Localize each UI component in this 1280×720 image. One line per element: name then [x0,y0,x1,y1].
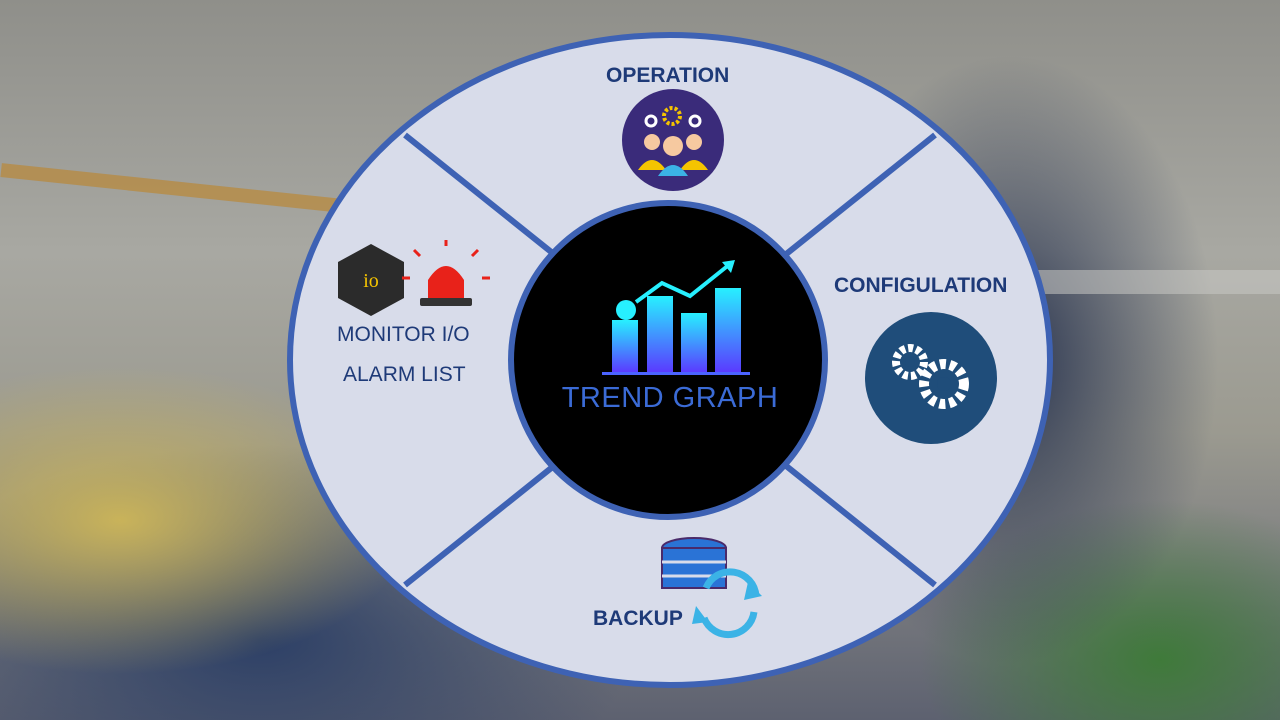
operation-label[interactable]: OPERATION [606,64,730,87]
backup-label[interactable]: BACKUP [593,607,683,630]
segment-dividers [403,132,937,588]
trend-graph-label[interactable]: TREND GRAPH [561,382,779,414]
database-sync-icon [661,537,762,639]
io-hexagon-icon: io [338,244,404,316]
team-gears-icon [622,89,724,191]
io-hexagon-text: io [363,270,379,292]
alarm-siren-icon [402,240,490,306]
configuration-label[interactable]: CONFIGULATION [834,274,1008,297]
alarm-list-label[interactable]: ALARM LIST [343,363,466,386]
background-pipe [1020,270,1280,294]
gears-icon [865,312,997,444]
monitor-io-label[interactable]: MONITOR I/O [337,323,470,346]
trend-chart-icon [602,260,750,375]
